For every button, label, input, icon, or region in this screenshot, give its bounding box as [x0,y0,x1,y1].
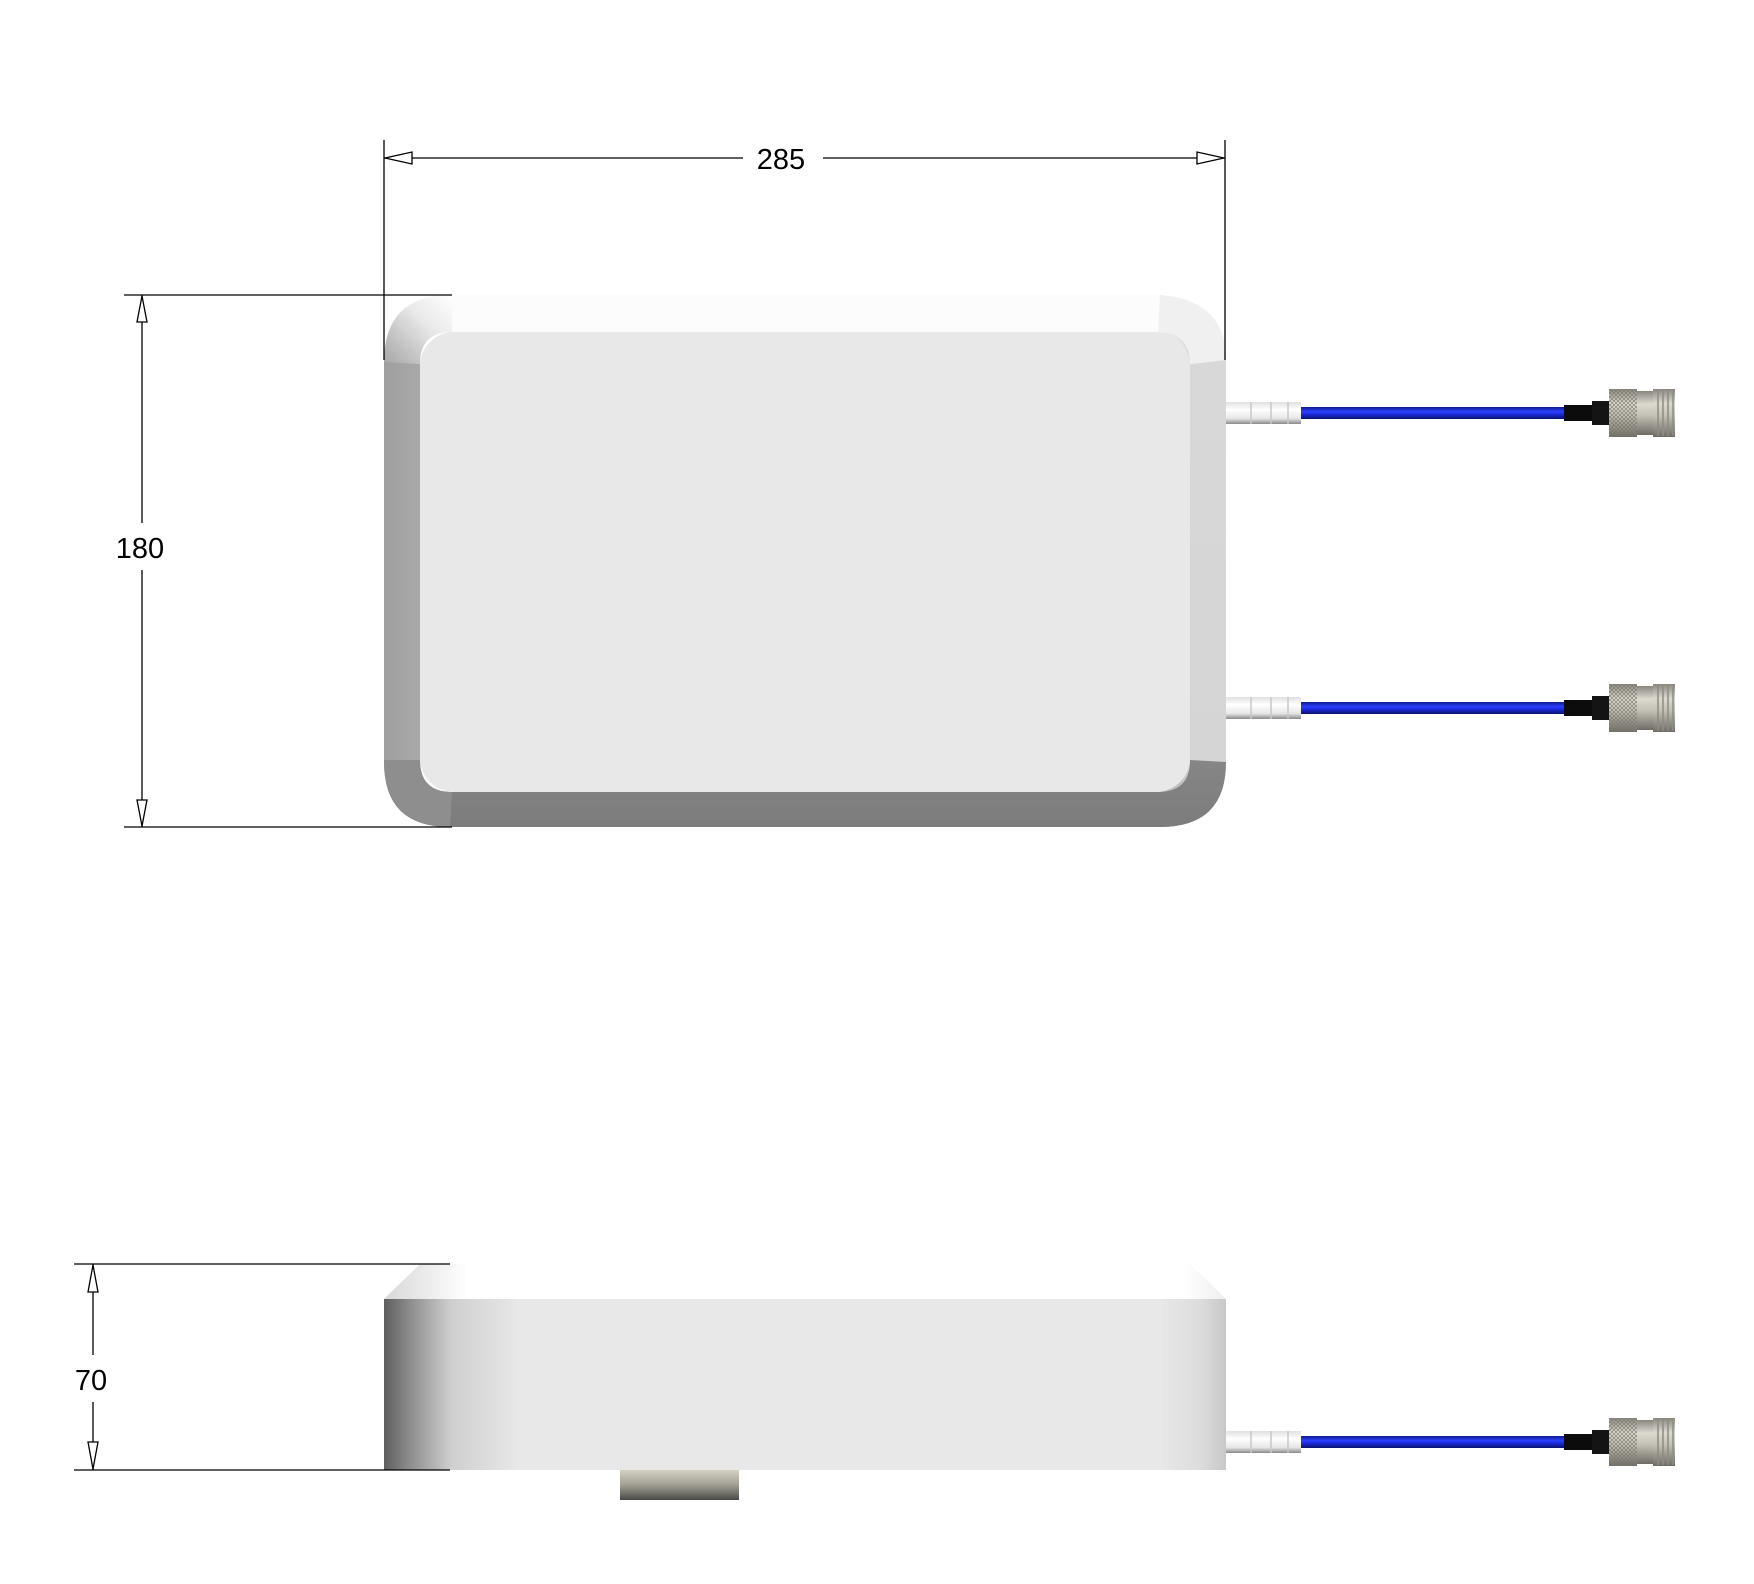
mounting-tab [620,1470,739,1500]
dimension-height [124,294,452,828]
arrow-down-icon [136,799,148,827]
enclosure-side-body [384,1299,1226,1470]
enclosure-face [420,332,1190,792]
arrow-left-icon [384,151,413,165]
cable-connector-1 [1225,388,1676,438]
cable-connector-side [1225,1417,1676,1467]
dimension-height-label: 180 [116,533,164,565]
side-view [384,1264,1676,1500]
top-view [384,295,1676,827]
dimension-thickness-label: 70 [75,1365,107,1397]
arrow-down-icon [87,1441,99,1470]
dimension-thickness [74,1263,450,1471]
arrow-up-icon [136,295,148,323]
enclosure-side-top [384,1264,1226,1299]
cable-connector-2 [1225,683,1676,733]
dimension-width-label: 285 [757,144,805,176]
arrow-right-icon [1196,151,1225,165]
arrow-up-icon [87,1264,99,1293]
dimension-width [383,140,1226,360]
